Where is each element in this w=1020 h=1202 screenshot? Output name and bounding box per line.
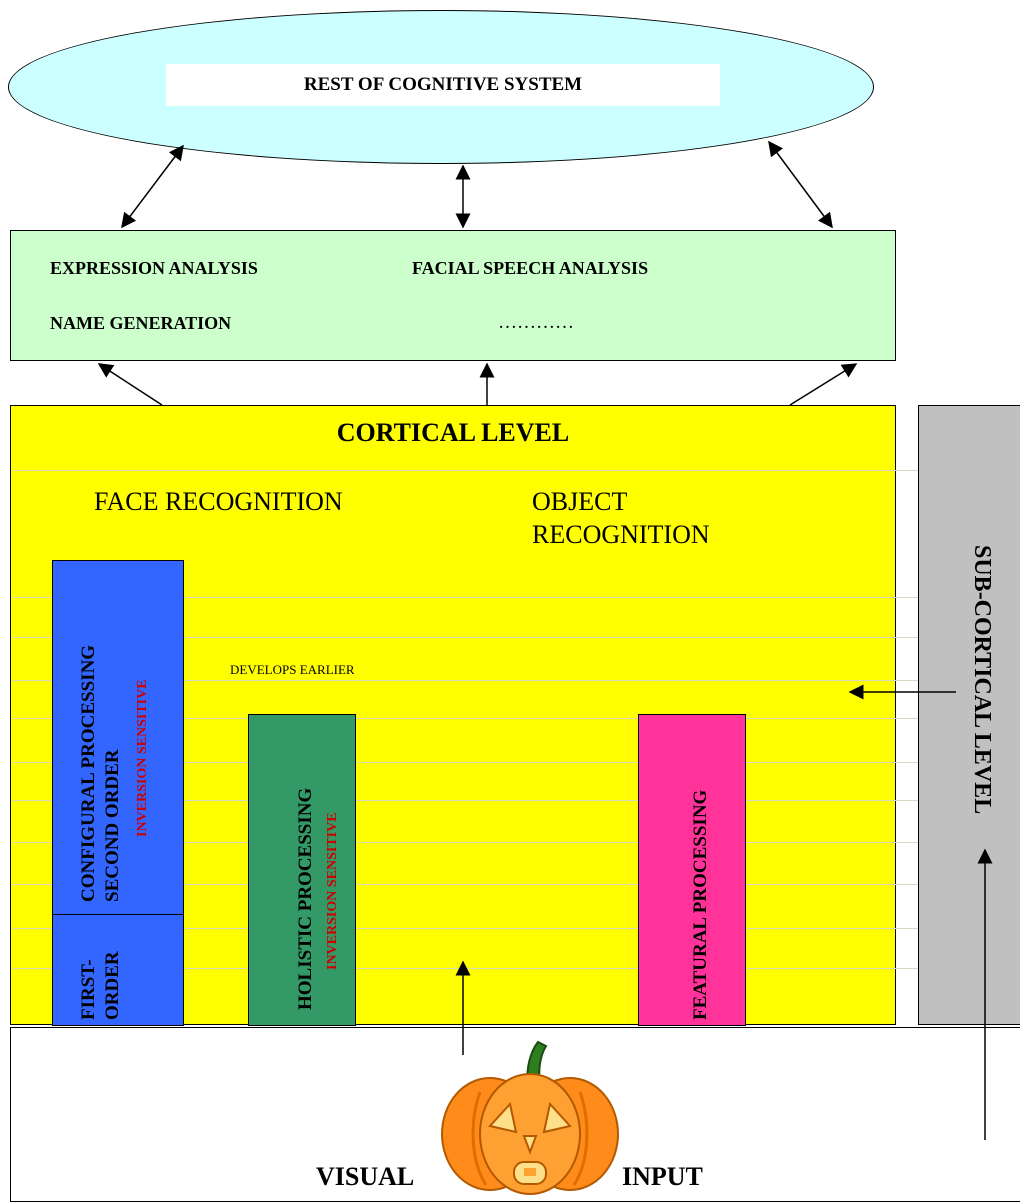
object-recognition-label-line1: OBJECT bbox=[532, 487, 628, 516]
configural-processing-bar bbox=[52, 560, 184, 915]
arrow-cortical-right bbox=[789, 363, 858, 406]
gridline bbox=[12, 597, 1020, 598]
expression-analysis-label: EXPRESSION ANALYSIS bbox=[50, 258, 258, 278]
gridline bbox=[12, 718, 1020, 719]
input-label: INPUT bbox=[622, 1162, 703, 1191]
gridline bbox=[12, 800, 1020, 801]
arrow-cortical-left bbox=[97, 363, 163, 406]
sub-cortical-level-label: SUB-CORTICAL LEVEL bbox=[969, 545, 995, 815]
gridline bbox=[12, 884, 1020, 885]
pumpkin-icon bbox=[441, 1040, 619, 1195]
configural-processing-label: CONFIGURAL PROCESSING bbox=[78, 644, 99, 902]
featural-processing-label: FEATURAL PROCESSING bbox=[690, 789, 711, 1020]
second-order-label: SECOND ORDER bbox=[102, 749, 123, 902]
facial-speech-analysis-label: FACIAL SPEECH ANALYSIS bbox=[412, 258, 649, 278]
face-recognition-label: FACE RECOGNITION bbox=[94, 487, 343, 516]
more-modules-ellipsis: ………… bbox=[498, 312, 574, 333]
cortical-level-title: CORTICAL LEVEL bbox=[336, 418, 570, 447]
holistic-inversion-sensitive-label: INVERSION SENSITIVE bbox=[325, 812, 340, 970]
gridline bbox=[12, 762, 1020, 763]
name-generation-label: NAME GENERATION bbox=[50, 313, 232, 333]
first-order-label-line1: FIRST- bbox=[78, 959, 99, 1020]
gridline bbox=[12, 470, 1020, 471]
object-recognition-label-line2: RECOGNITION bbox=[532, 520, 710, 549]
gridline bbox=[12, 637, 1020, 638]
visual-label: VISUAL bbox=[316, 1162, 415, 1191]
cognitive-system-label: REST OF COGNITIVE SYSTEM bbox=[166, 64, 720, 106]
analysis-modules-box bbox=[10, 230, 896, 361]
configural-inversion-sensitive-label: INVERSION SENSITIVE bbox=[135, 679, 150, 837]
holistic-processing-bar bbox=[248, 714, 356, 1026]
gridline bbox=[12, 842, 1020, 843]
sub-cortical-level-box bbox=[918, 405, 1020, 1025]
develops-earlier-label: DEVELOPS EARLIER bbox=[230, 662, 355, 677]
featural-processing-bar bbox=[638, 714, 746, 1026]
gridline bbox=[12, 928, 1020, 929]
arrow-ellipse-left bbox=[121, 144, 184, 229]
gridline bbox=[12, 968, 1020, 969]
arrow-ellipse-right bbox=[768, 140, 833, 229]
holistic-processing-label: HOLISTIC PROCESSING bbox=[295, 787, 316, 1010]
first-order-bar bbox=[52, 914, 184, 1026]
first-order-label-line2: ORDER bbox=[102, 951, 123, 1020]
gridline bbox=[12, 680, 1020, 681]
